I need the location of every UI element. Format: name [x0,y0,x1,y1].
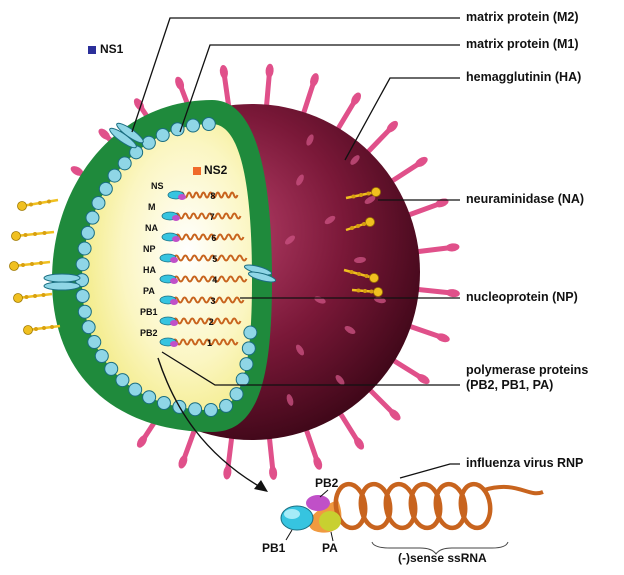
rnp-segment-pb2 [159,337,239,347]
rnp-detail-illustration [280,481,544,555]
pa-protein [319,511,341,531]
m1-label: matrix protein (M1) [466,37,579,51]
segment-label-ha: HA [143,265,156,275]
m2-ion-channel [43,122,277,291]
leader-lines [131,17,460,479]
segment-label-pb1: PB1 [140,307,158,317]
ns1-label: NS1 [100,42,124,56]
zoom-arrow [157,357,268,492]
pb1-protein [280,505,314,531]
ssrna-brace [371,541,509,555]
neuraminidase-spikes [9,187,383,335]
segment-number-6: 6 [211,233,217,243]
segment-number-1: 1 [207,338,213,348]
rnp-segment-pb1 [159,316,242,326]
segment-number-3: 3 [210,296,216,306]
segment-label-na: NA [145,223,158,233]
m2-label: matrix protein (M2) [466,10,579,24]
capsid-surface-bumps [285,134,386,406]
segment-number-4: 4 [212,275,218,285]
rnp-segment-np [159,253,248,263]
rnp-label: influenza virus RNP [466,456,584,470]
rnp-segment-m [161,211,242,221]
segment-label-pb2: PB2 [140,328,158,338]
ns2-legend-swatch [193,167,201,175]
na-label: neuraminidase (NA) [466,192,585,206]
segment-label-ns: NS [151,181,164,191]
polymerase-label-line2: (PB2, PB1, PA) [466,378,554,392]
ns2-label: NS2 [204,163,228,177]
rnp-pa-label: PA [322,541,338,555]
np-label: nucleoprotein (NP) [466,290,578,304]
polymerase-label-line1: polymerase proteins [466,363,589,377]
rnp-pb2-label: PB2 [315,476,339,490]
segment-number-2: 2 [208,317,214,327]
segment-label-m: M [148,202,156,212]
matrix-protein-m1-layer [75,117,258,417]
rnp-segment-ha [159,274,248,284]
ha-label: hemagglutinin (HA) [466,70,582,84]
ns1-legend-swatch [88,46,96,54]
rnp-pb1-label: PB1 [262,541,286,555]
rnp-segments [159,190,248,347]
ssrna-label: (-)sense ssRNA [398,551,487,565]
pb2-protein [306,495,330,511]
segment-number-7: 7 [209,212,215,222]
segment-number-8: 8 [210,191,216,201]
rnp-segment-ns [167,190,239,200]
segment-label-pa: PA [143,286,155,296]
rnp-segment-na [161,232,245,242]
rnp-segment-pa [159,295,245,305]
segment-label-np: NP [143,244,156,254]
segment-number-5: 5 [212,254,218,264]
